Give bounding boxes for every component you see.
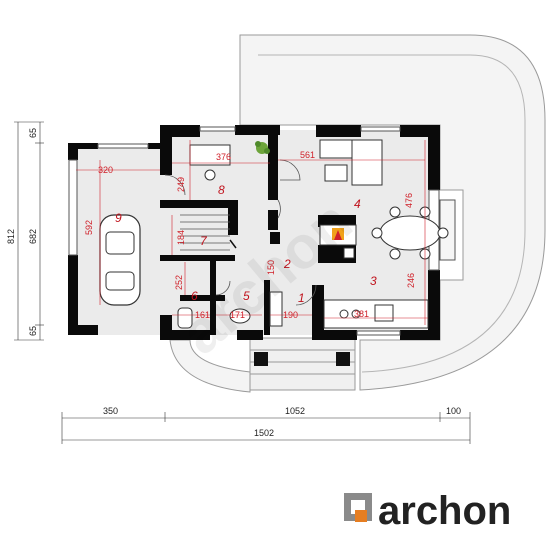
room-9-width: 320	[98, 165, 113, 175]
bottom-dimension-lines	[61, 412, 471, 444]
interior-dim-lines	[76, 140, 428, 325]
room-6-width: 161	[195, 310, 210, 320]
brand-name: archon	[378, 489, 511, 533]
plant-icon	[255, 141, 270, 154]
dim-bottom-right: 100	[446, 406, 461, 416]
room-2-number: 2	[283, 257, 291, 271]
room-labels: 320 592 9 376 249 8 561 476 4 7 184 2 15…	[84, 150, 416, 320]
room-6-length: 252	[174, 275, 184, 290]
sofa	[319, 139, 383, 186]
room-6-number: 6	[191, 289, 198, 303]
room-4-length: 476	[404, 193, 414, 208]
dim-bottom-middle: 1052	[285, 406, 305, 416]
room-8-number: 8	[218, 183, 225, 197]
room-9-number: 9	[115, 211, 122, 225]
walls	[68, 125, 440, 340]
dim-bottom-left: 350	[103, 406, 118, 416]
car-symbol	[99, 214, 141, 306]
room-3-length: 246	[406, 273, 416, 288]
room-4-number: 4	[354, 197, 361, 211]
room-7-number: 7	[200, 234, 208, 248]
room-8-length: 249	[176, 177, 186, 192]
archon-logo: archon	[344, 489, 511, 533]
dim-left-middle: 682	[28, 229, 38, 244]
room-7-length: 184	[176, 230, 186, 245]
room-3-width: 381	[354, 309, 369, 319]
archon-logo-icon	[344, 493, 372, 522]
doors	[164, 159, 317, 306]
room-8-width: 376	[216, 152, 231, 162]
room-1-number: 1	[298, 291, 305, 305]
room-5-width: 171	[230, 310, 245, 320]
entrance	[249, 337, 356, 391]
stairs	[180, 214, 237, 251]
fireplace	[319, 224, 357, 259]
room-9-length: 592	[84, 220, 94, 235]
left-dimension-lines	[14, 121, 44, 341]
room-1-width: 190	[283, 310, 298, 320]
terrace	[169, 34, 546, 393]
room-4-width: 561	[300, 150, 315, 160]
dim-left-top: 65	[28, 128, 38, 138]
dim-bottom-total: 1502	[254, 428, 274, 438]
bathroom-fixtures	[177, 291, 283, 329]
dim-left-total: 812	[6, 229, 16, 244]
dim-left-bottom: 65	[28, 326, 38, 336]
room-5-number: 5	[243, 289, 250, 303]
room-2-length: 150	[266, 260, 276, 275]
kitchen-counter	[323, 299, 429, 329]
room-3-number: 3	[370, 274, 377, 288]
